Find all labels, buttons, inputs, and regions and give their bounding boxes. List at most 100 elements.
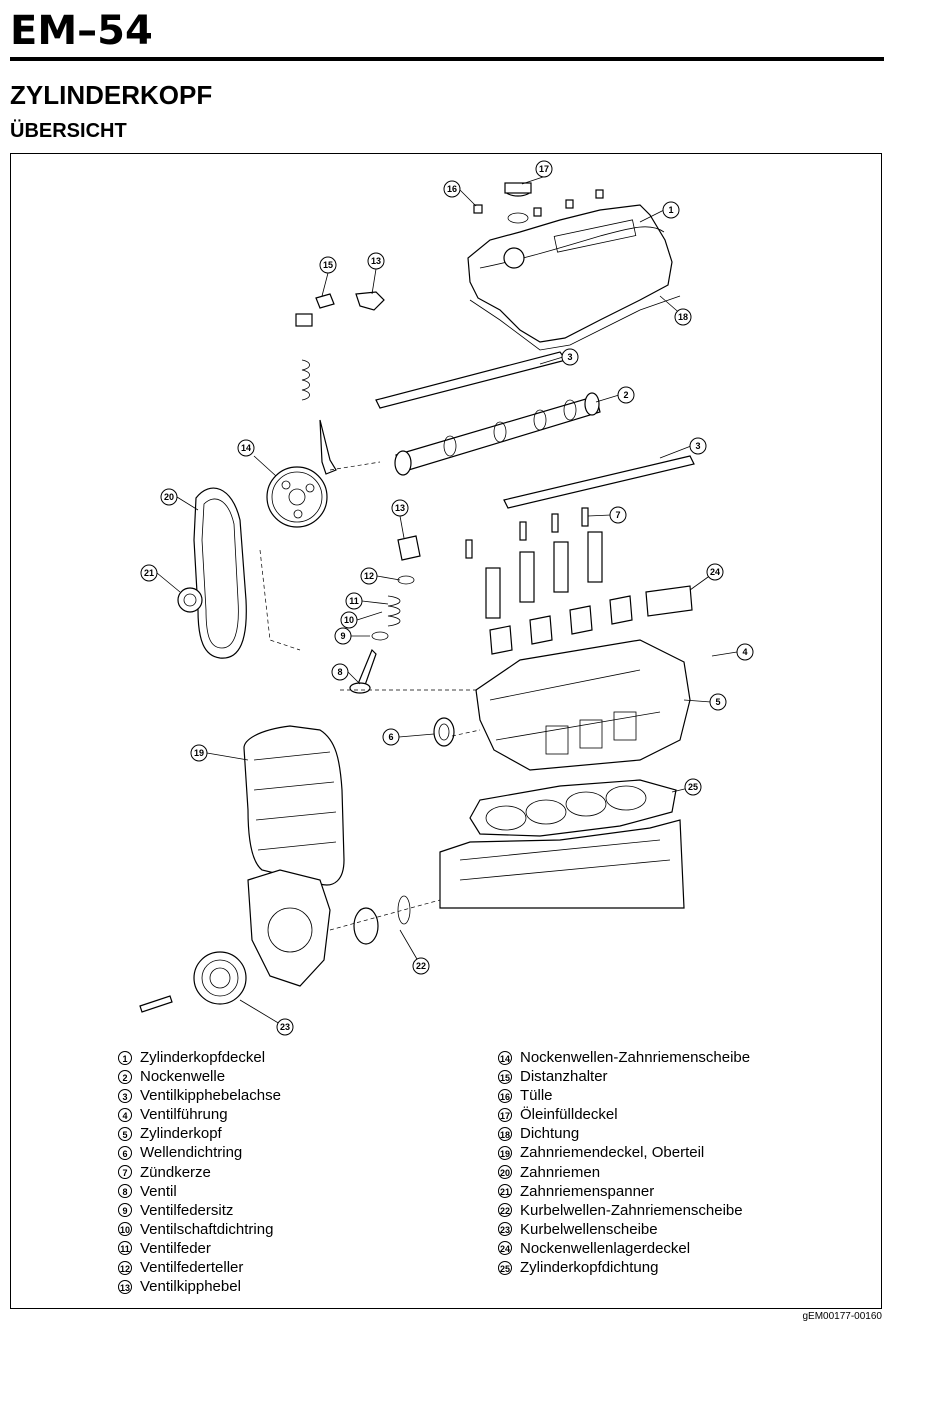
callout-3b: 3 xyxy=(689,437,707,455)
callout-5: 5 xyxy=(709,693,727,711)
svg-text:11: 11 xyxy=(349,596,359,606)
callout-13a: 13 xyxy=(391,499,409,517)
svg-text:25: 25 xyxy=(688,782,698,792)
callout-23: 23 xyxy=(276,1018,294,1036)
callout-15: 15 xyxy=(319,256,337,274)
figure-code: gEM00177-00160 xyxy=(802,1311,882,1322)
callout-24: 24 xyxy=(706,563,724,581)
callout-11: 11 xyxy=(345,592,363,610)
svg-text:23: 23 xyxy=(280,1022,290,1032)
svg-text:2: 2 xyxy=(623,390,628,400)
callout-8: 8 xyxy=(331,663,349,681)
svg-text:7: 7 xyxy=(615,510,620,520)
svg-text:13: 13 xyxy=(371,256,381,266)
callout-17: 17 xyxy=(535,160,553,178)
callout-22: 22 xyxy=(412,957,430,975)
valve-assembly-upper xyxy=(295,313,337,475)
rocker-shaft-lower xyxy=(503,455,695,509)
callout-25: 25 xyxy=(684,778,702,796)
svg-text:16: 16 xyxy=(447,184,457,194)
engine-block xyxy=(439,819,685,909)
svg-text:20: 20 xyxy=(164,492,174,502)
svg-text:10: 10 xyxy=(344,615,354,625)
header-rule xyxy=(10,57,884,61)
camshaft xyxy=(394,392,601,476)
callout-20: 20 xyxy=(160,488,178,506)
page-code: EM–54 xyxy=(10,8,153,54)
rocker-shaft-upper xyxy=(375,351,568,409)
callout-2: 2 xyxy=(617,386,635,404)
timing-cover-upper xyxy=(243,725,345,886)
svg-text:13: 13 xyxy=(395,503,405,513)
section-subtitle: ÜBERSICHT xyxy=(10,120,127,142)
svg-text:17: 17 xyxy=(539,164,549,174)
callout-1: 1 xyxy=(662,201,680,219)
callout-12: 12 xyxy=(360,567,378,585)
callout-4: 4 xyxy=(736,643,754,661)
callout-16: 16 xyxy=(443,180,461,198)
tensioner xyxy=(177,587,203,613)
svg-text:12: 12 xyxy=(364,571,374,581)
callout-10: 10 xyxy=(340,611,358,629)
svg-text:4: 4 xyxy=(742,647,747,657)
svg-text:15: 15 xyxy=(323,260,333,270)
callout-18: 18 xyxy=(674,308,692,326)
svg-text:1: 1 xyxy=(668,205,673,215)
svg-text:5: 5 xyxy=(715,697,720,707)
callout-21: 21 xyxy=(140,564,158,582)
svg-text:19: 19 xyxy=(194,748,204,758)
figure-frame xyxy=(10,153,882,1309)
svg-text:3: 3 xyxy=(567,352,572,362)
svg-text:14: 14 xyxy=(241,443,251,453)
oil-seal xyxy=(433,717,455,747)
cylinder-head-cover xyxy=(467,204,673,343)
svg-text:18: 18 xyxy=(678,312,688,322)
svg-text:6: 6 xyxy=(388,732,393,742)
callout-19: 19 xyxy=(190,744,208,762)
crankshaft-sprocket xyxy=(353,907,379,945)
callout-7: 7 xyxy=(609,506,627,524)
timing-belt xyxy=(193,487,247,659)
cylinder-head xyxy=(475,639,691,771)
callout-3a: 3 xyxy=(561,348,579,366)
svg-text:3: 3 xyxy=(695,441,700,451)
svg-text:21: 21 xyxy=(144,568,154,578)
section-title: ZYLINDERKOPF xyxy=(10,80,213,110)
callout-9: 9 xyxy=(334,627,352,645)
callout-13b: 13 xyxy=(367,252,385,270)
camshaft-sprocket xyxy=(266,466,328,528)
svg-text:22: 22 xyxy=(416,961,426,971)
callout-14: 14 xyxy=(237,439,255,457)
svg-text:8: 8 xyxy=(337,667,342,677)
callout-6: 6 xyxy=(382,728,400,746)
svg-text:24: 24 xyxy=(710,567,720,577)
head-gasket xyxy=(469,779,677,837)
